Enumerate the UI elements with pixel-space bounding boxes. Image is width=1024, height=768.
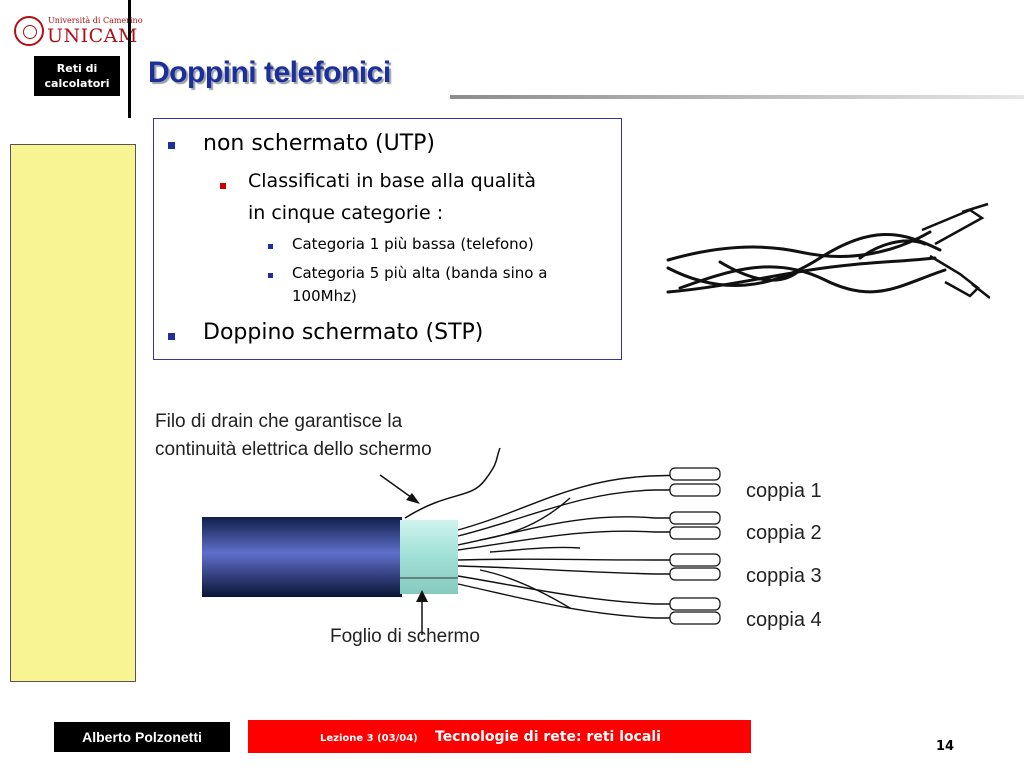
drain-wire-label-line2: continuità elettrica dello schermo bbox=[155, 439, 432, 460]
bullet-category-5-line2: 100Mhz) bbox=[292, 287, 357, 305]
university-name-small: Università di Camerino bbox=[48, 16, 143, 25]
bullet-classified-line1: Classificati in base alla qualità bbox=[248, 170, 537, 192]
slide-title: Doppini telefonici bbox=[148, 56, 391, 89]
pair-2-label: coppia 2 bbox=[746, 522, 822, 544]
bullet-classified-line2: in cinque categorie : bbox=[248, 202, 444, 224]
stp-cable-drawing bbox=[202, 447, 721, 635]
shield-foil-label: Foglio di schermo bbox=[330, 626, 480, 647]
bullet-marker bbox=[168, 333, 175, 340]
bullet-marker bbox=[168, 142, 175, 149]
stp-cable-diagram: Filo di drain che garantisce la continui… bbox=[150, 400, 870, 660]
university-logo-text: UNICAM bbox=[47, 25, 138, 47]
pair-4-label: coppia 4 bbox=[746, 609, 822, 631]
pair-1-label: coppia 1 bbox=[746, 480, 822, 502]
course-line-2: calcolatori bbox=[44, 77, 110, 90]
author-badge: Alberto Polzonetti bbox=[54, 722, 230, 752]
bullet-stp: Doppino schermato (STP) bbox=[203, 320, 484, 345]
bullet-category-1: Categoria 1 più bassa (telefono) bbox=[292, 235, 534, 253]
bullet-marker bbox=[268, 273, 273, 278]
header-divider bbox=[128, 0, 131, 118]
footer-bar: Lezione 3 (03/04) Tecnologie di rete: re… bbox=[248, 720, 751, 753]
course-line-1: Reti di bbox=[56, 62, 98, 75]
bullet-utp: non schermato (UTP) bbox=[203, 131, 435, 156]
bullet-category-5-line1: Categoria 5 più alta (banda sino a bbox=[292, 264, 548, 282]
lesson-label: Lezione 3 (03/04) bbox=[320, 733, 418, 744]
side-panel bbox=[10, 144, 136, 682]
bullet-marker bbox=[220, 183, 226, 189]
page-number: 14 bbox=[936, 739, 955, 754]
unicam-seal-icon bbox=[14, 16, 44, 46]
pair-3-label: coppia 3 bbox=[746, 565, 822, 587]
topic-label: Tecnologie di rete: reti locali bbox=[435, 729, 661, 745]
twisted-pair-cable-illustration bbox=[666, 202, 990, 299]
bullet-box: non schermato (UTP) Classificati in base… bbox=[153, 118, 622, 360]
course-badge: Reti di calcolatori bbox=[34, 56, 120, 96]
university-logo: Università di Camerino UNICAM bbox=[14, 14, 143, 48]
bullet-marker bbox=[268, 244, 273, 249]
drain-wire-label-line1: Filo di drain che garantisce la bbox=[155, 411, 403, 432]
title-underline bbox=[450, 95, 1024, 99]
